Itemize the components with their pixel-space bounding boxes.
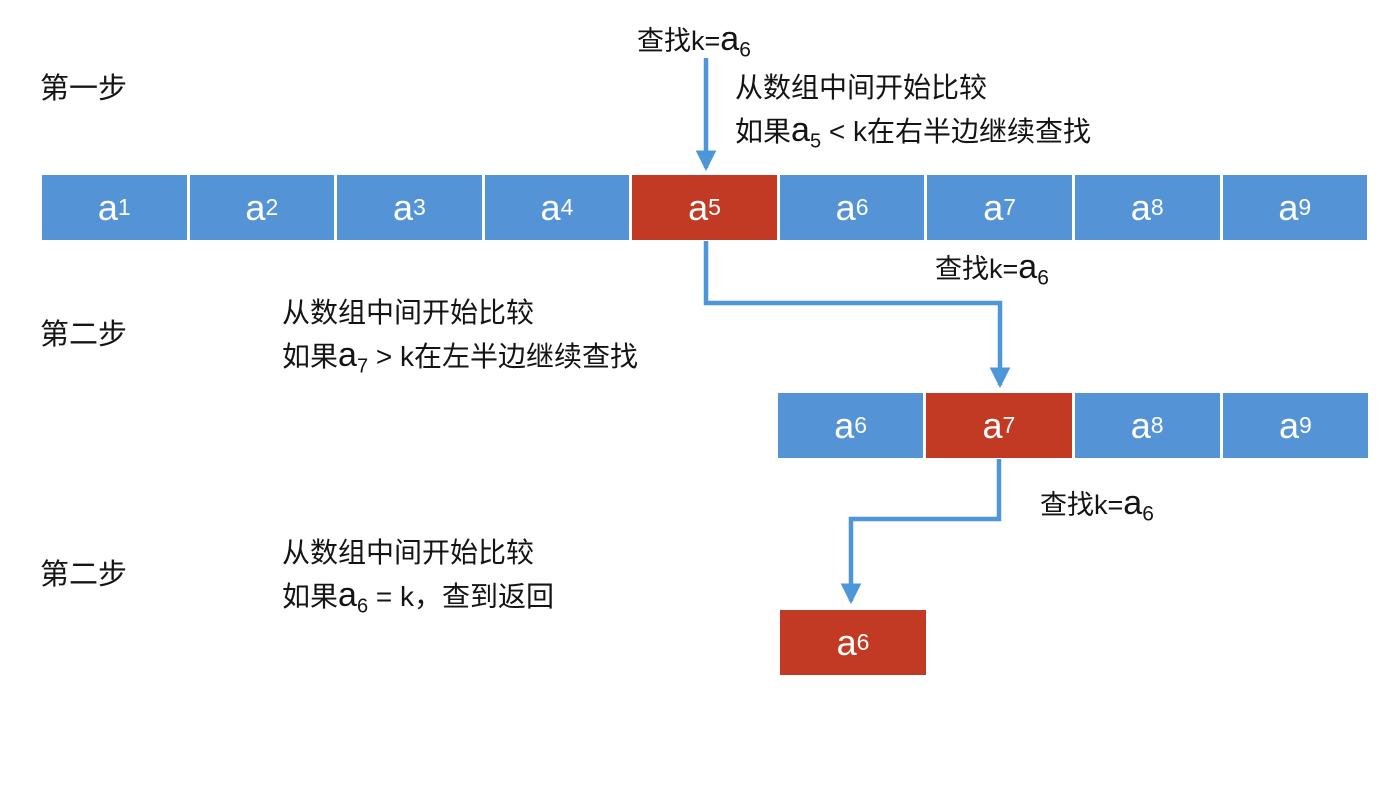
- step2-label: 第二步: [40, 319, 128, 351]
- step3-line2: 如果a6 = k，查到返回: [282, 576, 554, 618]
- step1-line1: 从数组中间开始比较: [735, 72, 988, 103]
- search-label-top-a: a: [720, 20, 740, 58]
- search-label-bottom: 查找k=a6: [1040, 486, 1154, 524]
- search-label-top-prefix: 查找k=: [637, 26, 721, 56]
- step2-line2: 如果a7 > k在左半边继续查找: [282, 336, 638, 378]
- search-label-mid-sub: 6: [1037, 266, 1049, 290]
- search-label-mid: 查找k=a6: [935, 250, 1049, 288]
- search-label-top-sub: 6: [739, 38, 751, 62]
- search-label-bottom-a: a: [1123, 484, 1143, 522]
- step1-line2: 如果a5 < k在右半边继续查找: [735, 111, 1091, 153]
- step1-label: 第一步: [40, 73, 128, 105]
- step2-description: 从数组中间开始比较 如果a7 > k在左半边继续查找: [282, 291, 638, 379]
- step3-description: 从数组中间开始比较 如果a6 = k，查到返回: [282, 531, 554, 619]
- search-label-mid-a: a: [1018, 248, 1038, 286]
- arrow-step3-elbow: [840, 459, 1002, 605]
- step2-line1: 从数组中间开始比较: [282, 297, 535, 328]
- step3-line1: 从数组中间开始比较: [282, 537, 535, 568]
- search-label-mid-prefix: 查找k=: [935, 254, 1019, 284]
- search-label-bottom-sub: 6: [1142, 502, 1154, 526]
- search-label-top: 查找k=a6: [637, 22, 751, 60]
- step1-description: 从数组中间开始比较 如果a5 < k在右半边继续查找: [735, 66, 1091, 154]
- search-label-bottom-prefix: 查找k=: [1040, 490, 1124, 520]
- step3-label: 第二步: [40, 559, 128, 591]
